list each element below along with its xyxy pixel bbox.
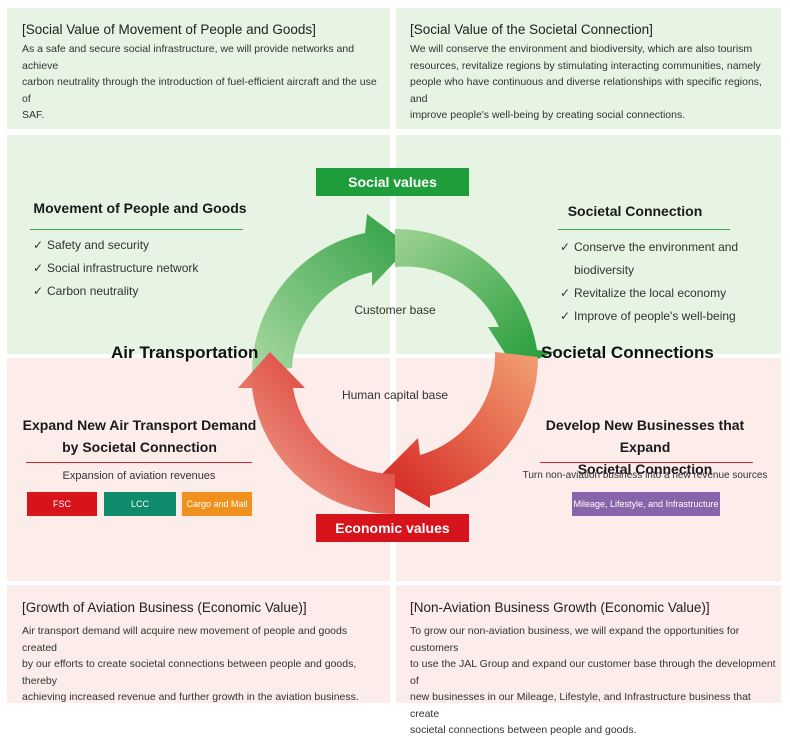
develop-subtitle: Turn non-aviation business into a new re… bbox=[522, 470, 768, 481]
human-capital-base-label: Human capital base bbox=[341, 388, 449, 402]
body-line: new businesses in our Mileage, Lifestyle… bbox=[410, 691, 751, 720]
list-item-label: Safety and security bbox=[47, 238, 150, 252]
check-icon: ✓ bbox=[33, 284, 44, 298]
expand-heading: Expand New Air Transport Demand by Socie… bbox=[22, 414, 257, 458]
cycle-arrow-bottom bbox=[378, 352, 539, 508]
social-value-societal-body: We will conserve the environment and bio… bbox=[410, 41, 775, 124]
list-item-label: Social infrastructure network bbox=[47, 261, 199, 275]
heading-line: Expand New Air Transport Demand bbox=[22, 417, 257, 433]
body-line: improve people's well-being by creating … bbox=[410, 109, 686, 121]
cargo-mail-tag: Cargo and Mail bbox=[182, 492, 252, 516]
body-line: SAF. bbox=[22, 109, 45, 121]
list-item-label: biodiversity bbox=[574, 263, 635, 277]
societal-connections-label: Societal Connections bbox=[541, 343, 714, 362]
social-value-movement-title: [Social Value of Movement of People and … bbox=[22, 22, 316, 37]
body-line: We will conserve the environment and bio… bbox=[410, 43, 753, 55]
list-item: ✓Safety and security bbox=[33, 234, 198, 257]
list-item-label: Improve of people's well-being bbox=[574, 309, 736, 323]
lcc-tag: LCC bbox=[104, 492, 176, 516]
societal-list: ✓Conserve the environment and biodiversi… bbox=[560, 236, 738, 328]
fsc-tag: FSC bbox=[27, 492, 97, 516]
expand-subtitle: Expansion of aviation revenues bbox=[62, 470, 216, 482]
societal-rule bbox=[558, 229, 730, 230]
check-icon: ✓ bbox=[560, 240, 571, 254]
top-left-panel bbox=[7, 8, 390, 129]
check-icon: ✓ bbox=[33, 261, 44, 275]
list-item: ✓Improve of people's well-being bbox=[560, 305, 738, 328]
list-item: ✓Conserve the environment and bbox=[560, 236, 738, 259]
check-icon: ✓ bbox=[560, 309, 571, 323]
body-line: carbon neutrality through the introducti… bbox=[22, 76, 377, 105]
list-item: biodiversity bbox=[560, 259, 738, 282]
movement-heading: Movement of People and Goods bbox=[33, 200, 247, 216]
body-line: people who have continuous and diverse r… bbox=[410, 76, 762, 105]
cycle-arrow-right bbox=[395, 228, 554, 369]
top-right-panel bbox=[396, 8, 781, 129]
develop-heading: Develop New Businesses that Expand Socie… bbox=[530, 414, 760, 480]
body-line: by our efforts to create societal connec… bbox=[22, 658, 357, 687]
bottom-left-panel bbox=[7, 585, 390, 703]
heading-line: Societal Connection bbox=[577, 461, 713, 477]
customer-base-label: Customer base bbox=[354, 303, 436, 317]
bottom-right-panel bbox=[396, 585, 781, 703]
societal-heading: Societal Connection bbox=[567, 203, 703, 219]
check-icon: ✓ bbox=[33, 238, 44, 252]
develop-rule bbox=[540, 462, 753, 463]
body-line: As a safe and secure social infrastructu… bbox=[22, 43, 355, 72]
list-item: ✓Revitalize the local economy bbox=[560, 282, 738, 305]
list-item: ✓Carbon neutrality bbox=[33, 280, 198, 303]
expand-rule bbox=[26, 462, 252, 463]
non-aviation-growth-body: To grow our non-aviation business, we wi… bbox=[410, 623, 778, 739]
heading-line: Develop New Businesses that Expand bbox=[545, 417, 745, 455]
check-icon: ✓ bbox=[560, 286, 571, 300]
cycle-arrow-left bbox=[238, 352, 395, 515]
movement-list: ✓Safety and security ✓Social infrastruct… bbox=[33, 234, 198, 303]
mileage-lifestyle-tag: Mileage, Lifestyle, and Infrastructure bbox=[572, 492, 720, 516]
non-aviation-growth-title: [Non-Aviation Business Growth (Economic … bbox=[410, 600, 710, 615]
social-value-societal-title: [Social Value of the Societal Connection… bbox=[410, 22, 653, 37]
economic-values-label: Economic values bbox=[316, 514, 469, 542]
air-transportation-label: Air Transportation bbox=[111, 343, 259, 362]
body-line: Air transport demand will acquire new mo… bbox=[22, 625, 348, 654]
body-line: to use the JAL Group and expand our cust… bbox=[410, 658, 776, 687]
list-item: ✓Social infrastructure network bbox=[33, 257, 198, 280]
list-item-label: Conserve the environment and bbox=[574, 240, 739, 254]
list-item-label: Carbon neutrality bbox=[47, 284, 139, 298]
body-line: resources, revitalize regions by stimula… bbox=[410, 59, 761, 72]
list-item-label: Revitalize the local economy bbox=[574, 286, 727, 300]
cycle-arrow-top bbox=[252, 214, 410, 372]
social-values-label: Social values bbox=[316, 168, 469, 196]
social-value-movement-body: As a safe and secure social infrastructu… bbox=[22, 41, 382, 124]
growth-aviation-title: [Growth of Aviation Business (Economic V… bbox=[22, 600, 307, 615]
body-line: societal connections between people and … bbox=[410, 724, 637, 736]
movement-rule bbox=[30, 229, 243, 230]
growth-aviation-body: Air transport demand will acquire new mo… bbox=[22, 623, 384, 706]
value-cycle-diagram bbox=[238, 214, 554, 515]
body-line: To grow our non-aviation business, we wi… bbox=[410, 625, 740, 654]
body-line: achieving increased revenue and further … bbox=[22, 691, 359, 703]
heading-line: by Societal Connection bbox=[62, 439, 217, 455]
